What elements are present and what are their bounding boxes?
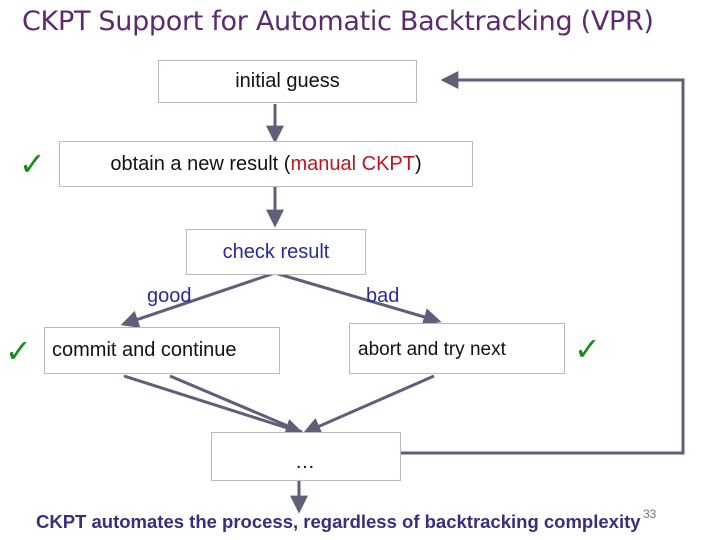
arrow-check-to-bad — [274, 271, 442, 326]
checkmark-icon: ✓ — [19, 145, 46, 183]
obtain-result-prefix: obtain a new result ( — [110, 152, 291, 175]
bad-branch-label: bad — [366, 285, 400, 307]
arrow-abort-to-next — [302, 374, 435, 435]
next-step-box: … — [211, 432, 401, 481]
footer-caption: CKPT automates the process, regardless o… — [36, 511, 641, 532]
arrow-commit-to-next — [123, 374, 304, 437]
initial-guess-label: initial guess — [235, 70, 340, 92]
checkmark-icon: ✓ — [5, 332, 32, 370]
arrow-check-to-good — [120, 271, 276, 328]
manual-ckpt-highlight: manual CKPT — [290, 152, 415, 175]
initial-guess-box: initial guess — [158, 60, 417, 103]
abort-label: abort and try next — [358, 339, 506, 360]
arrow-loop-back — [400, 71, 685, 455]
commit-label: commit and continue — [52, 339, 237, 361]
abort-box: abort and try next — [349, 323, 565, 374]
page-number: 33 — [643, 507, 657, 521]
checkmark-icon: ✓ — [574, 330, 601, 368]
ellipsis-label: … — [295, 451, 317, 473]
slide-title: CKPT Support for Automatic Backtracking … — [22, 6, 654, 37]
commit-box: commit and continue — [44, 327, 280, 374]
obtain-result-suffix: ) — [414, 152, 422, 175]
obtain-result-box: obtain a new result (manual CKPT) — [59, 141, 473, 187]
arrow-commit-center-to-next — [169, 374, 303, 434]
check-result-box: check result — [186, 229, 366, 275]
check-result-label: check result — [222, 240, 330, 263]
good-branch-label: good — [147, 285, 192, 307]
